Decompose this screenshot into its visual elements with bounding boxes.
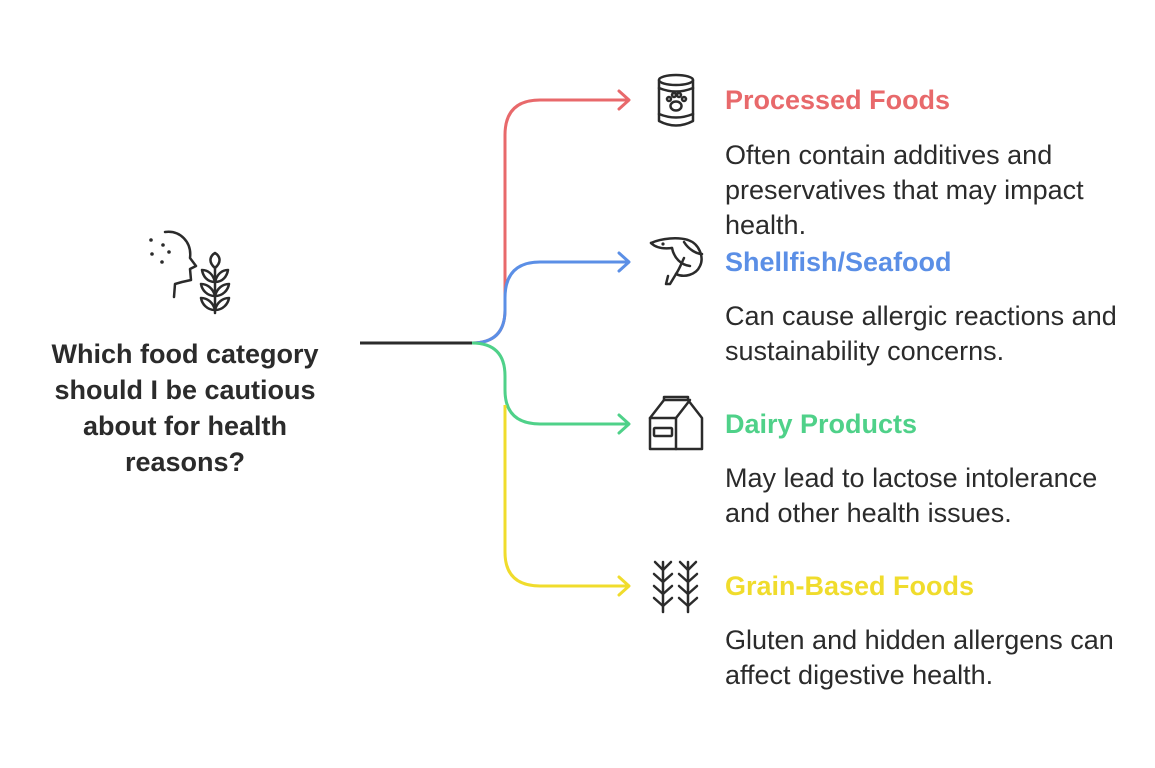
connector-dairy [471,341,628,426]
head-with-wheat-icon [149,230,231,315]
branch-description-processed-foods: Often contain additives and preservative… [725,140,1084,240]
canned-food-icon [657,73,695,127]
branch-title-shellfish: Shellfish/Seafood [725,247,952,277]
arrowhead-dairy [617,413,631,435]
branch-description-shellfish: Can cause allergic reactions and sustain… [725,301,1117,366]
branch-title-processed-foods: Processed Foods [725,85,951,115]
shrimp-icon [649,237,704,286]
arrowhead-processed-foods [617,89,631,111]
wheat-icon [652,560,699,614]
branch-description-grain: Gluten and hidden allergens can affect d… [725,625,1114,690]
branch-description-dairy: May lead to lactose intolerance and othe… [725,463,1098,528]
milk-carton-icon [648,395,704,451]
connector-processed-foods [471,98,628,345]
branch-title-grain: Grain-Based Foods [725,571,975,601]
connector-grain [503,405,628,588]
branch-title-dairy: Dairy Products [725,409,918,439]
central-question: Which food category should I be cautious… [51,339,319,477]
connector-shellfish [471,260,628,345]
arrowhead-shellfish [617,251,631,273]
arrowhead-grain [617,575,631,597]
